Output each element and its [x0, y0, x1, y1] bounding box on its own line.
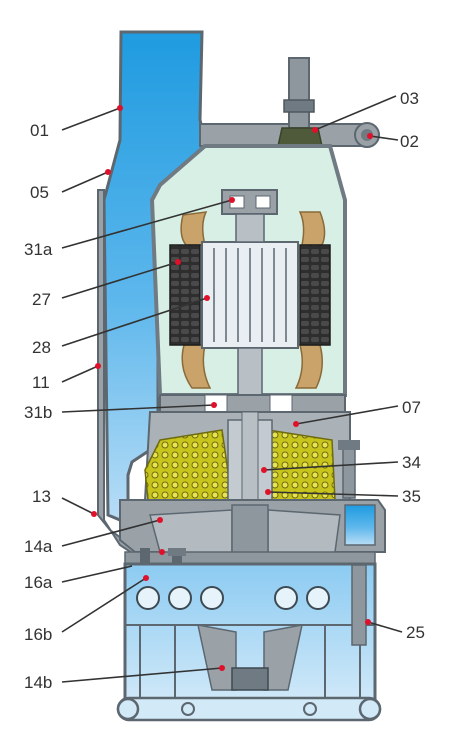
- strainer-holes: [136, 586, 330, 610]
- marker-34: [261, 467, 267, 473]
- shaft: [235, 213, 265, 243]
- rotor-laminations: [213, 248, 287, 342]
- cable-gland: [288, 57, 310, 129]
- marker-05: [105, 169, 111, 175]
- label-14a: 14a: [24, 537, 53, 556]
- marker-16a: [159, 549, 165, 555]
- marker-16b: [143, 575, 149, 581]
- label-14b: 14b: [24, 673, 52, 692]
- marker-03: [312, 127, 318, 133]
- upper-winding-right: [298, 211, 326, 246]
- label-11: 11: [32, 373, 50, 392]
- label-25: 25: [406, 623, 425, 642]
- marker-07: [293, 421, 299, 427]
- upper-winding-left: [180, 211, 208, 246]
- marker-02: [367, 133, 373, 139]
- marker-13: [91, 511, 97, 517]
- label-31b: 31b: [24, 403, 52, 422]
- marker-14a: [157, 517, 163, 523]
- marker-25: [365, 619, 371, 625]
- marker-31a: [229, 197, 235, 203]
- label-16a: 16a: [24, 573, 53, 592]
- stator-left: [169, 244, 201, 346]
- label-31a: 31a: [24, 240, 53, 259]
- label-16b: 16b: [24, 625, 52, 644]
- label-34: 34: [402, 453, 421, 472]
- label-07: 07: [402, 398, 421, 417]
- marker-11: [95, 363, 101, 369]
- base-rail: [116, 696, 382, 722]
- marker-01: [117, 105, 123, 111]
- label-13: 13: [32, 487, 51, 506]
- bolt: [342, 447, 356, 499]
- marker-28: [204, 295, 210, 301]
- marker-14b: [219, 665, 225, 671]
- lower-winding-left: [181, 344, 212, 389]
- label-02: 02: [400, 132, 419, 151]
- marker-31b: [211, 402, 217, 408]
- oil-seal-right: [267, 429, 336, 501]
- label-35: 35: [402, 487, 421, 506]
- label-05: 05: [30, 183, 49, 202]
- label-01: 01: [30, 121, 49, 140]
- tie-rod: [351, 564, 367, 646]
- label-03: 03: [400, 89, 419, 108]
- label-28: 28: [32, 338, 51, 357]
- marker-27: [175, 259, 181, 265]
- lower-winding-right: [294, 344, 323, 389]
- stator-right: [299, 244, 331, 346]
- label-27: 27: [32, 290, 51, 309]
- impeller: [149, 509, 233, 556]
- marker-35: [265, 489, 271, 495]
